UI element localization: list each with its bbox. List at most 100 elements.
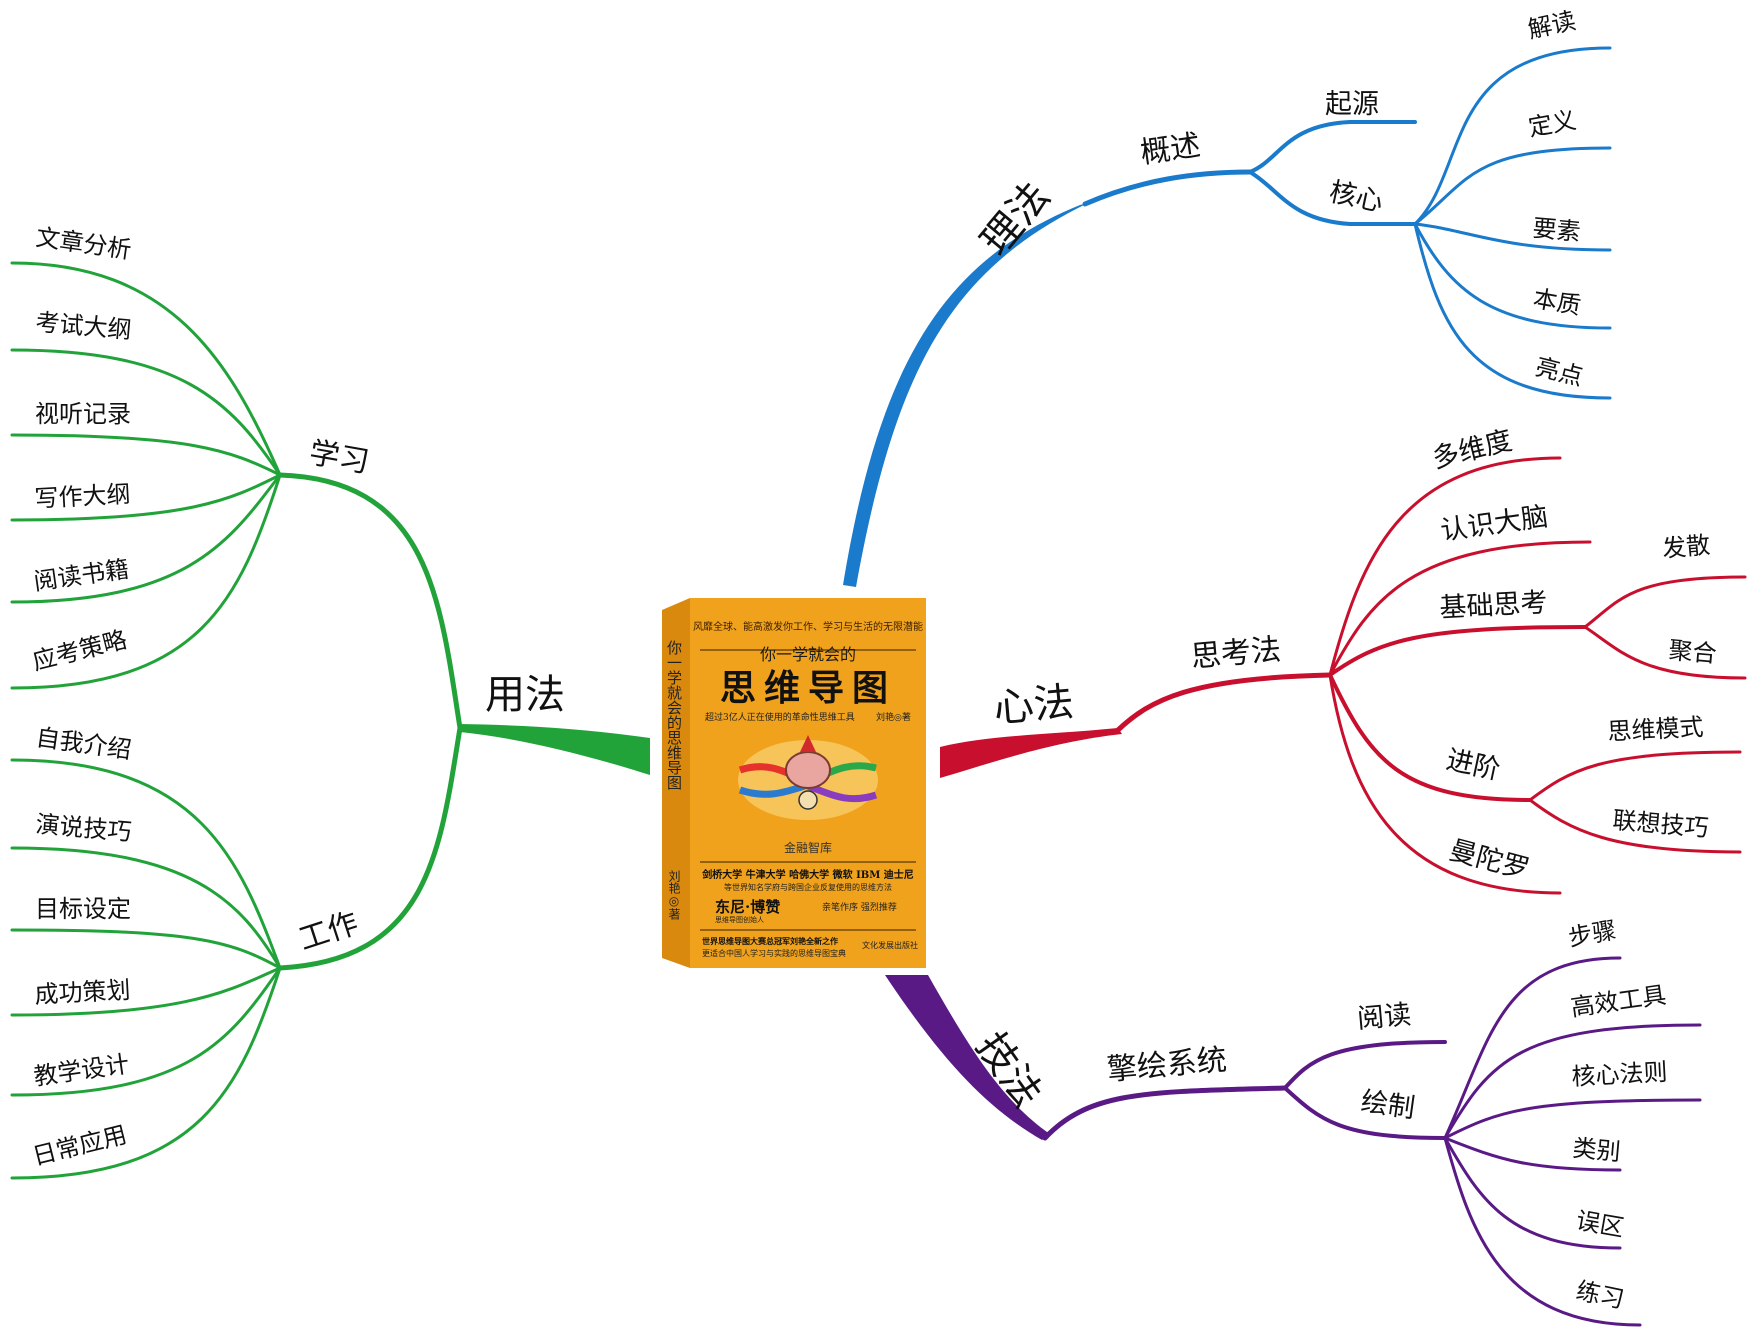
branch-lifa: 理法 概述 起源 核心 解读 定义 要素 本质 亮点 — [843, 7, 1612, 587]
node-yongfa: 用法 — [485, 672, 565, 718]
connector-gongzuo-mubiao — [10, 928, 282, 970]
branch-jifa: 技法 擎绘系统 阅读 绘制 步骤 高效工具 核心法则 类别 误区 练习 — [885, 916, 1702, 1327]
connector-sikaofa-jinjie — [1328, 673, 1532, 802]
connector-sikaofa-jichu — [1328, 625, 1587, 677]
leaf-wuqu: 误区 — [1574, 1206, 1626, 1242]
leaf-mubiaosheding: 目标设定 — [35, 895, 131, 923]
connector-lifa-gaishu — [1082, 169, 1253, 207]
leaf-juhe: 聚合 — [1667, 636, 1717, 668]
book-footer2: 更适合中国人学习与实践的思维导图宝典 — [702, 948, 846, 958]
book-banner: 风靡全球、能高激发你工作、学习与生活的无限潜能 — [693, 620, 923, 633]
connector-jifa-qinghui — [1042, 1085, 1288, 1141]
book-universities-sub: 等世界知名学府与跨国企业反复使用的思维方法 — [724, 882, 892, 892]
connector-xuexi-xiezuo — [10, 473, 282, 522]
book-publisher: 文化发展出版社 — [862, 940, 918, 950]
connector-gaishu-qiyuan — [1248, 120, 1417, 174]
connector-yongfa-xuexi — [277, 472, 463, 731]
art-brain — [785, 751, 831, 789]
connector-hexin-jiedu — [1413, 46, 1612, 226]
book-universities: 剑桥大学 牛津大学 哈佛大学 微软 IBM 迪士尼 — [701, 868, 914, 881]
book-spine — [662, 598, 690, 968]
connector-qinghui-yuedu — [1283, 1040, 1447, 1090]
connector-qinghui-huizhi — [1283, 1086, 1447, 1140]
book-title: 思维导图 — [720, 667, 896, 709]
node-jichusikao: 基础思考 — [1439, 587, 1548, 624]
connector-gongzuo-yanshuo — [10, 846, 282, 970]
connector-xuexi-shiting — [10, 433, 282, 477]
connector-jichu-fasan — [1583, 575, 1747, 629]
leaf-ziwojieshao: 自我介绍 — [34, 723, 133, 764]
book-endorser: 东尼·博赞 — [715, 898, 780, 916]
node-yuedu: 阅读 — [1356, 999, 1412, 1035]
node-gongzuo: 工作 — [295, 906, 363, 958]
book-endorse-note: 亲笔作序 强烈推荐 — [822, 901, 897, 913]
node-qiyuan: 起源 — [1325, 89, 1379, 120]
leaf-yaosu: 要素 — [1531, 214, 1581, 246]
connector-xuexi-yuedu — [10, 473, 282, 604]
node-qinghuixitong: 擎绘系统 — [1106, 1043, 1229, 1088]
node-lifa: 理法 — [972, 174, 1059, 265]
leaf-siweimoshi: 思维模式 — [1607, 713, 1704, 746]
leaf-gaoxiaogongju: 高效工具 — [1569, 981, 1668, 1022]
leaf-lianxiangjiqiao: 联想技巧 — [1611, 806, 1709, 842]
connector-jinjie-lianxiang — [1528, 798, 1742, 854]
node-renshidanao: 认识大脑 — [1439, 501, 1550, 547]
connector-huizhi-hexinfaze — [1443, 1098, 1702, 1140]
node-sikaofa: 思考法 — [1190, 632, 1283, 675]
book-spine-author: 刘艳◎著 — [667, 870, 681, 921]
connector-gongzuo-jiaoxue — [10, 966, 282, 1097]
node-jinjie: 进阶 — [1444, 745, 1503, 787]
book-subtitle: 超过3亿人正在使用的革命性思维工具 — [705, 711, 855, 723]
leaf-yueduushuji: 阅读书籍 — [32, 555, 131, 596]
node-xinfa: 心法 — [992, 679, 1076, 732]
connector-hexin-yaosu — [1413, 222, 1612, 252]
leaf-wenzhangfenxi: 文章分析 — [34, 223, 133, 264]
connector-gongzuo-richang — [10, 966, 282, 1180]
book-artwork — [738, 735, 878, 820]
node-xuexi: 学习 — [307, 435, 372, 480]
book-art-caption: 金融智库 — [784, 840, 832, 855]
leaf-yingkaocelue: 应考策略 — [30, 625, 130, 675]
connector-huizhi-wuqu — [1443, 1136, 1622, 1250]
connector-center-lifa — [843, 203, 1088, 587]
connector-sikaofa-renshi — [1328, 540, 1592, 677]
leaf-chenggongcehua: 成功策划 — [34, 976, 131, 1009]
art-face — [798, 790, 818, 810]
connector-center-jifa — [885, 975, 1050, 1140]
leaf-benzhi: 本质 — [1531, 284, 1583, 320]
connector-gongzuo-ziwo — [10, 758, 282, 970]
leaf-leibie: 类别 — [1571, 1134, 1621, 1166]
connector-huizhi-lianxi — [1443, 1136, 1642, 1327]
connector-huizhi-gaoxiao — [1443, 1023, 1702, 1140]
connector-hexin-liangdian — [1413, 222, 1612, 400]
connector-center-yongfa — [460, 724, 650, 775]
connector-huizhi-leibie — [1443, 1136, 1622, 1172]
branch-yongfa: 用法 学习 工作 文章分析 考试大纲 视听记录 写作大纲 阅读书籍 应考策略 自… — [10, 223, 650, 1180]
connector-jinjie-moshi — [1528, 750, 1742, 802]
leaf-lianxi: 练习 — [1574, 1276, 1627, 1313]
leaf-shitingjilu: 视听记录 — [35, 400, 131, 428]
book-footer1: 世界思维导图大赛总冠军刘艳全新之作 — [702, 936, 838, 946]
connector-xinfa-sikaofa — [1115, 672, 1333, 733]
book-spine-title: 你一学就会的思维导图 — [665, 640, 683, 790]
connector-xuexi-yingkao — [10, 473, 282, 690]
connector-huizhi-buzhou — [1443, 956, 1622, 1140]
book-kicker: 你一学就会的 — [760, 645, 856, 664]
leaf-jiaoxuesheji: 教学设计 — [32, 1050, 131, 1091]
node-mantuoluo: 曼陀罗 — [1446, 835, 1532, 886]
leaf-kaoshidagang: 考试大纲 — [34, 308, 132, 344]
leaf-buzhou: 步骤 — [1566, 916, 1618, 952]
node-huizhi: 绘制 — [1359, 1086, 1417, 1124]
node-duoweidu: 多维度 — [1429, 425, 1515, 475]
node-hexin: 核心 — [1327, 177, 1386, 219]
leaf-liangdian: 亮点 — [1533, 353, 1586, 392]
book-endorser-sub: 思维导图创始人 — [715, 915, 764, 924]
leaf-hexinfaze: 核心法则 — [1571, 1058, 1668, 1091]
leaf-yanshuojiqiao: 演说技巧 — [34, 810, 132, 846]
connector-xuexi-kaoshi — [10, 348, 282, 477]
connector-center-xinfa — [940, 728, 1122, 778]
connector-hexin-benzhi — [1413, 222, 1612, 330]
connector-xuexi-wenzhang — [10, 261, 282, 477]
node-gaishu: 概述 — [1138, 128, 1202, 171]
connector-gongzuo-chenggong — [10, 966, 282, 1017]
